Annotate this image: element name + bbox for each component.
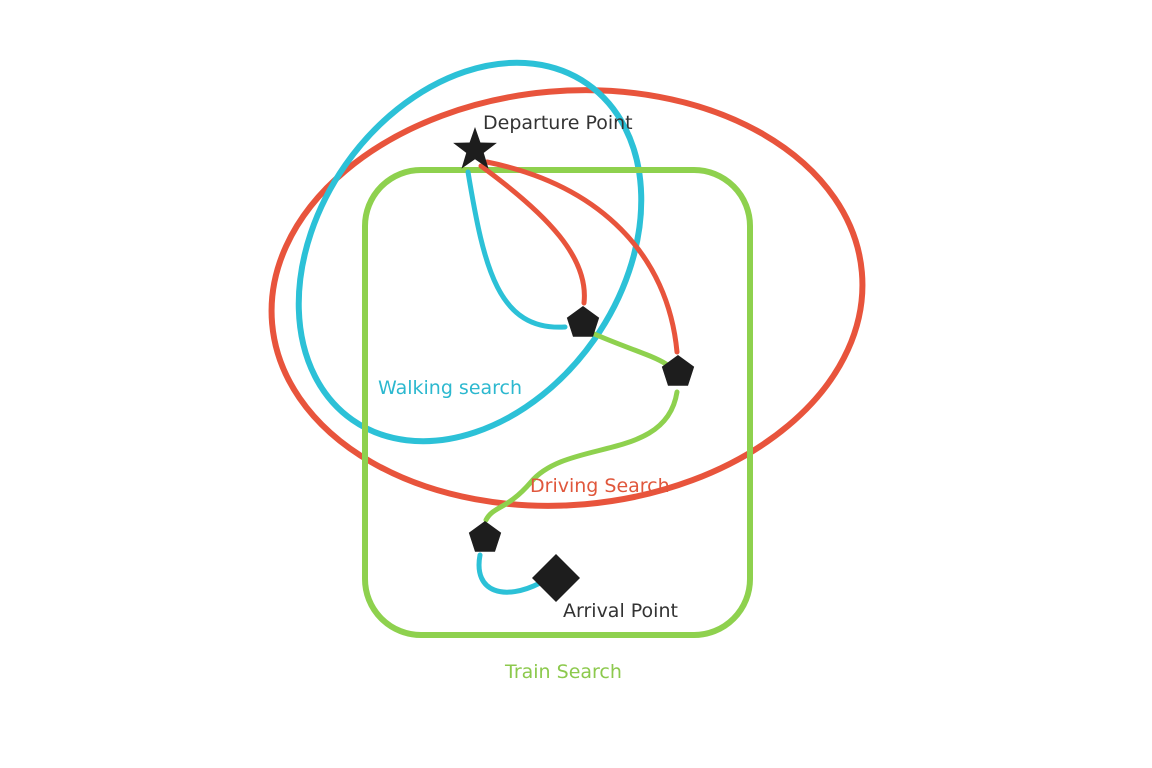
driving-route-departure-to-station2 — [484, 159, 680, 355]
walking-route-station3-to-arrival — [476, 552, 543, 595]
driving-search-region — [268, 87, 866, 509]
departure-point-label: Departure Point — [483, 112, 633, 134]
train-route-station1-to-station2 — [589, 330, 669, 367]
station-1-pentagon-icon — [566, 306, 600, 337]
walking-search-region — [295, 59, 645, 445]
walking-route-departure-to-station1 — [465, 169, 568, 330]
departure-point-star-icon — [453, 127, 497, 169]
walking-search-label: Walking search — [378, 377, 522, 399]
station-2-pentagon-icon — [661, 355, 695, 386]
arrival-point-label: Arrival Point — [563, 600, 678, 622]
train-search-region — [362, 167, 753, 638]
driving-search-label: Driving Search — [530, 475, 670, 497]
train-route-station2-to-station3 — [483, 389, 680, 523]
arrival-point-diamond-icon — [532, 554, 580, 602]
train-search-label: Train Search — [504, 661, 622, 683]
station-3-pentagon-icon — [468, 521, 502, 552]
driving-route-departure-to-station1 — [478, 163, 587, 306]
